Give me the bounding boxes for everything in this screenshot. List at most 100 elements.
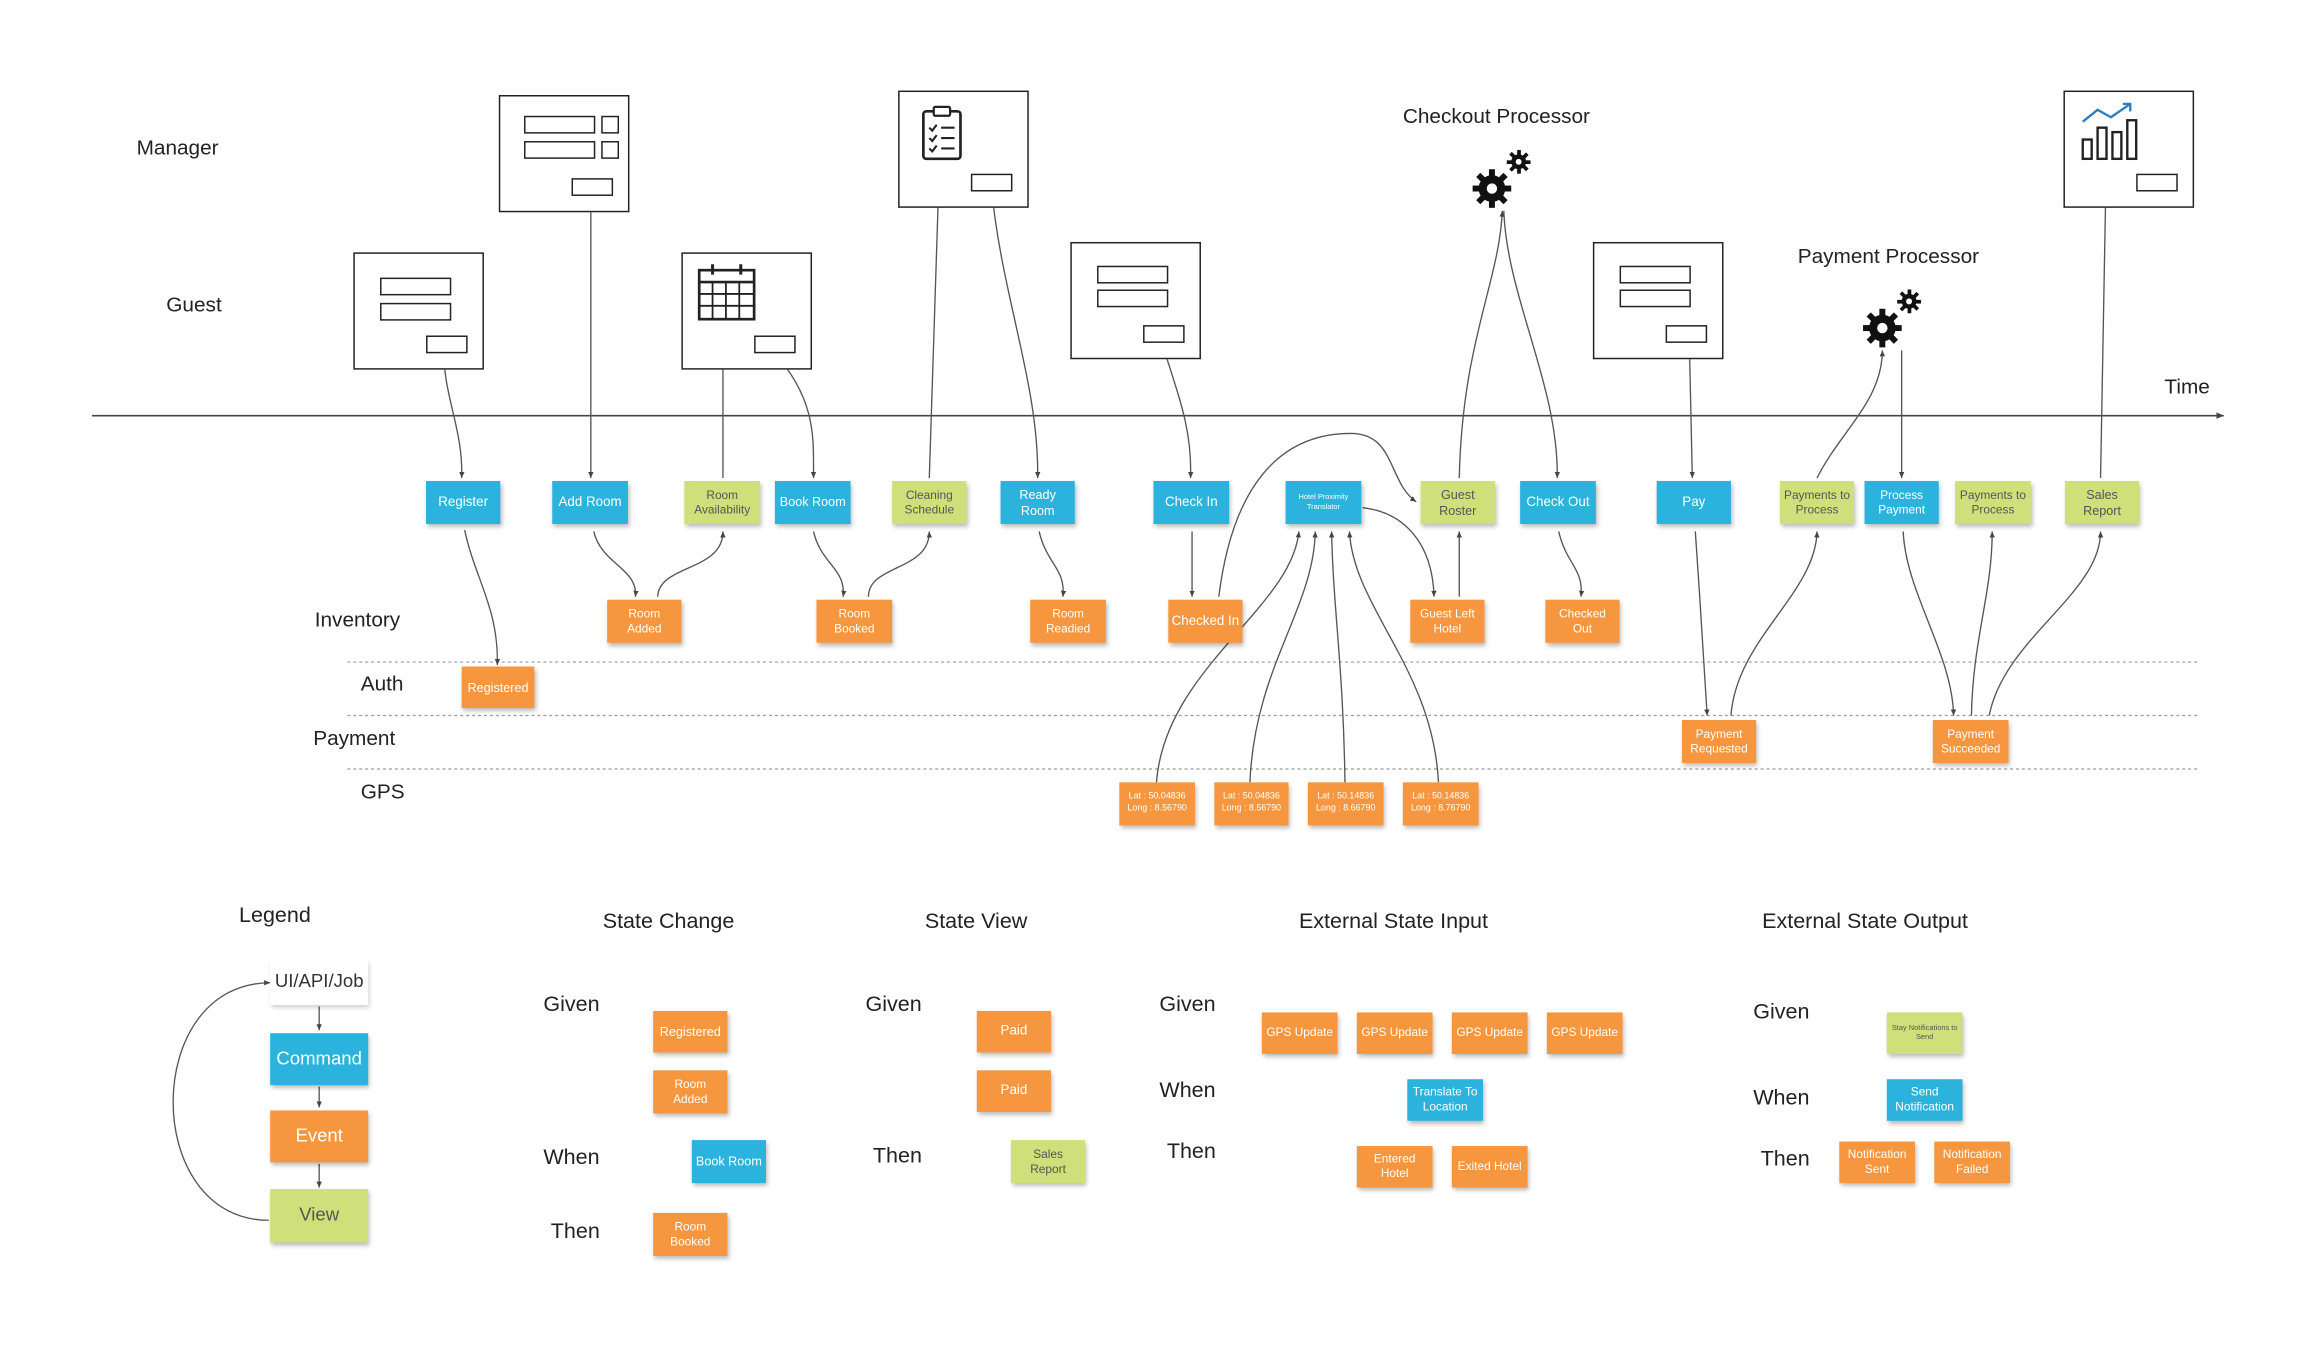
button-box: [970, 173, 1013, 192]
actor-payment-processor: Payment Processor: [1797, 243, 1980, 268]
translator-hotel-proximity: Hotel Proximity Translator: [1285, 480, 1362, 525]
external-input-then-label: Then: [1166, 1140, 1216, 1164]
external-input-then-exited-hotel: Exited Hotel: [1451, 1146, 1528, 1188]
external-output-given-label: Given: [1753, 1000, 1810, 1025]
register-screen: [353, 252, 484, 370]
view-payments-to-process: Payments to Process: [1955, 480, 2031, 525]
input-box: [1097, 289, 1169, 308]
view-guest-roster: Guest Roster: [1420, 480, 1495, 525]
command-process-payment: Process Payment: [1864, 480, 1939, 525]
external-output-when-label: When: [1753, 1086, 1810, 1111]
command-book-room: Book Room: [774, 480, 851, 525]
state-view-given-paid: Paid: [976, 1010, 1052, 1053]
command-pay: Pay: [1656, 480, 1731, 525]
actor-checkout-processor: Checkout Processor: [1402, 103, 1590, 128]
input-box: [380, 302, 452, 321]
external-output-then-notification-sent: Notification Sent: [1839, 1141, 1916, 1184]
event-checked-out: Checked Out: [1545, 599, 1620, 643]
external-input-given-gps-update: GPS Update: [1356, 1012, 1433, 1054]
event-room-added: Room Added: [607, 599, 682, 643]
external-input-given-label: Given: [1159, 993, 1216, 1017]
checklist-icon: [922, 105, 962, 161]
event-room-readied: Room Readied: [1030, 599, 1106, 643]
external-input-given-gps-update: GPS Update: [1451, 1012, 1528, 1054]
state-change-given-room-added: Room Added: [653, 1070, 728, 1114]
view-cleaning-schedule: Cleaning Schedule: [892, 480, 967, 525]
external-output-then-label: Then: [1760, 1147, 1810, 1172]
state-view-then-label: Then: [872, 1144, 922, 1169]
lane-label-inventory: Inventory: [314, 607, 401, 631]
button-box: [426, 335, 468, 354]
state-change-when-label: When: [543, 1146, 600, 1170]
command-add-room: Add Room: [552, 480, 628, 525]
checkout-processor-gears-icon: [1472, 149, 1531, 208]
state-view-given-label: Given: [865, 993, 922, 1017]
external-input-then-entered-hotel: Entered Hotel: [1356, 1146, 1433, 1188]
room-calendar-screen: [681, 252, 813, 370]
external-input-given-gps-update: GPS Update: [1261, 1012, 1338, 1054]
legend-title: Legend: [239, 904, 311, 928]
event-gps-reading: Lat : 50.14836 Long : 8.76790: [1402, 782, 1479, 826]
legend-command: Command: [270, 1033, 369, 1086]
command-check-in: Check In: [1153, 480, 1230, 525]
view-room-availability: Room Availability: [684, 480, 761, 525]
lane-label-auth: Auth: [360, 670, 404, 695]
button-box: [1665, 325, 1708, 343]
external-input-given-gps-update: GPS Update: [1546, 1012, 1623, 1054]
view-sales-report: Sales Report: [2064, 480, 2140, 525]
event-gps-reading: Lat : 50.14836 Long : 8.66790: [1307, 782, 1384, 826]
input-box: [524, 141, 596, 159]
timeline-label: Time: [2164, 374, 2210, 398]
external-output-given-stay-notifications: Stay Notifications to Send: [1886, 1012, 1963, 1054]
state-change-given-label: Given: [543, 993, 600, 1017]
calendar-icon: [697, 264, 756, 321]
button-box: [1143, 325, 1185, 343]
state-view-title: State View: [924, 909, 1028, 934]
pay-screen: [1592, 241, 1724, 360]
state-view-given-paid: Paid: [976, 1070, 1052, 1112]
external-input-when-translate-to-location: Translate To Location: [1407, 1079, 1484, 1121]
event-gps-reading: Lat : 50.04836 Long : 8.56790: [1214, 782, 1289, 826]
state-change-then-room-booked: Room Booked: [653, 1212, 728, 1256]
button-box: [754, 335, 796, 354]
input-box: [1619, 265, 1691, 284]
lane-label-guest: Guest: [166, 292, 222, 317]
state-change-title: State Change: [602, 909, 735, 934]
button-box: [571, 178, 614, 196]
input-box: [380, 277, 452, 296]
input-box: [1619, 289, 1691, 308]
button-box: [2136, 173, 2178, 192]
payment-processor-gears-icon: [1863, 289, 1921, 348]
event-guest-left-hotel: Guest Left Hotel: [1410, 599, 1485, 643]
input-box: [1097, 265, 1169, 284]
event-gps-reading: Lat : 50.04836 Long : 8.56790: [1119, 782, 1196, 826]
event-payment-succeeded: Payment Succeeded: [1932, 719, 2009, 764]
add-room-screen: [498, 95, 630, 213]
external-input-when-label: When: [1159, 1079, 1216, 1103]
input-box: [601, 115, 620, 134]
lane-label-gps: GPS: [360, 779, 405, 804]
input-box: [524, 115, 596, 134]
event-registered: Registered: [461, 666, 535, 709]
legend-view: View: [270, 1189, 369, 1243]
legend-event: Event: [270, 1110, 369, 1163]
command-check-out: Check Out: [1520, 480, 1596, 525]
lane-label-payment: Payment: [313, 725, 396, 750]
bar-chart-icon: [2081, 102, 2138, 161]
external-state-input-title: External State Input: [1298, 909, 1489, 934]
check-in-screen: [1070, 241, 1201, 360]
external-state-output-title: External State Output: [1762, 909, 1968, 934]
event-checked-in: Checked In: [1168, 599, 1243, 643]
event-payment-requested: Payment Requested: [1681, 719, 1757, 764]
state-change-given-registered: Registered: [653, 1010, 728, 1053]
lane-label-manager: Manager: [136, 135, 219, 159]
event-room-booked: Room Booked: [816, 599, 893, 643]
view-payments-to-process: Payments to Process: [1779, 480, 1855, 525]
state-change-when-book-room: Book Room: [691, 1140, 767, 1184]
flow-connectors: [172, 148, 2110, 1221]
command-ready-room: Ready Room: [1000, 480, 1075, 525]
command-register: Register: [426, 480, 501, 525]
sales-report-screen: [2063, 90, 2195, 208]
